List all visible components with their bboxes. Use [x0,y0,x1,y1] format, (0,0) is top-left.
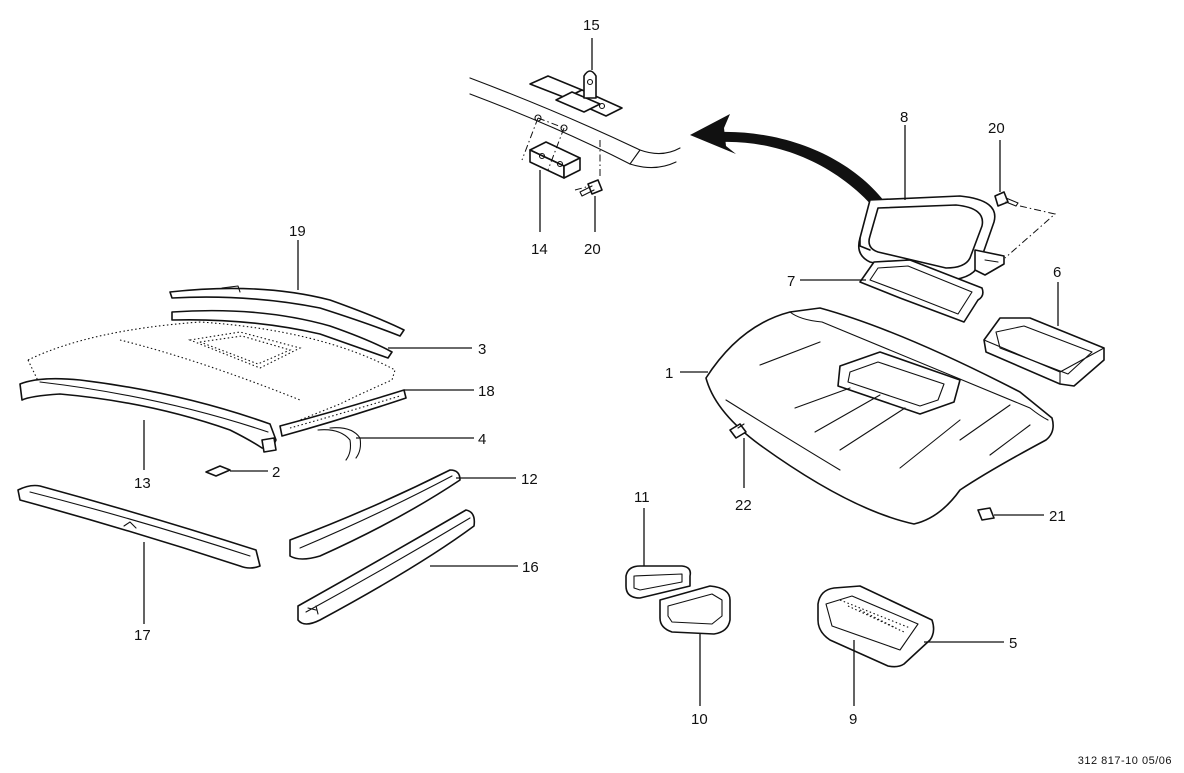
callout-3: 3 [478,341,486,358]
sunroof-frame-8 [857,195,1005,281]
rail-16 [297,509,476,625]
leader-lines [143,38,1059,706]
seal-7 [859,259,984,323]
callout-1: 1 [665,365,673,382]
reference-arrow [720,131,905,240]
roof-panel-dotted [27,321,396,421]
callout-2: 2 [272,464,280,481]
callout-20-right: 20 [988,120,1005,137]
callout-6: 6 [1053,264,1061,281]
cable-4 [317,427,362,461]
callout-22: 22 [735,497,752,514]
tray-11 [625,565,692,599]
tray-10 [659,585,731,635]
callout-4: 4 [478,431,486,448]
clip-21 [977,507,995,521]
callout-20-top: 20 [584,241,601,258]
callout-8: 8 [900,109,908,126]
callout-13: 13 [134,475,151,492]
assembly-line [574,140,601,191]
callout-17: 17 [134,627,151,644]
rail-3 [171,309,393,359]
callout-10: 10 [691,711,708,728]
frame-insert-6 [983,317,1105,387]
drawing-reference-code: 312 817-10 05/06 [1077,755,1172,767]
bolt-20-right [994,191,1019,207]
rail-17 [17,484,261,569]
rail-12 [289,469,461,560]
tray-9 [817,585,935,668]
assembly-line [521,117,565,171]
callout-15: 15 [583,17,600,34]
callout-7: 7 [787,273,795,290]
clip-22 [729,423,747,439]
callout-18: 18 [478,383,495,400]
roof-edge-detail [469,77,681,169]
headliner-1 [705,307,1054,525]
arrow-head-icon [690,114,736,154]
assembly-line [1004,205,1057,259]
roof-frame-13 [19,377,277,453]
clip-2 [205,465,231,477]
bolt-20-top [579,179,603,197]
callout-9: 9 [849,711,857,728]
strip-18 [279,389,407,437]
hinge-bracket-15 [529,70,623,117]
callout-14: 14 [531,241,548,258]
callout-16: 16 [522,559,539,576]
callout-12: 12 [521,471,538,488]
hinge-plate-14 [529,141,581,179]
callout-19: 19 [289,223,306,240]
rail-19 [169,285,405,337]
callout-11: 11 [634,489,650,506]
callout-5: 5 [1009,635,1017,652]
callout-21: 21 [1049,508,1066,525]
